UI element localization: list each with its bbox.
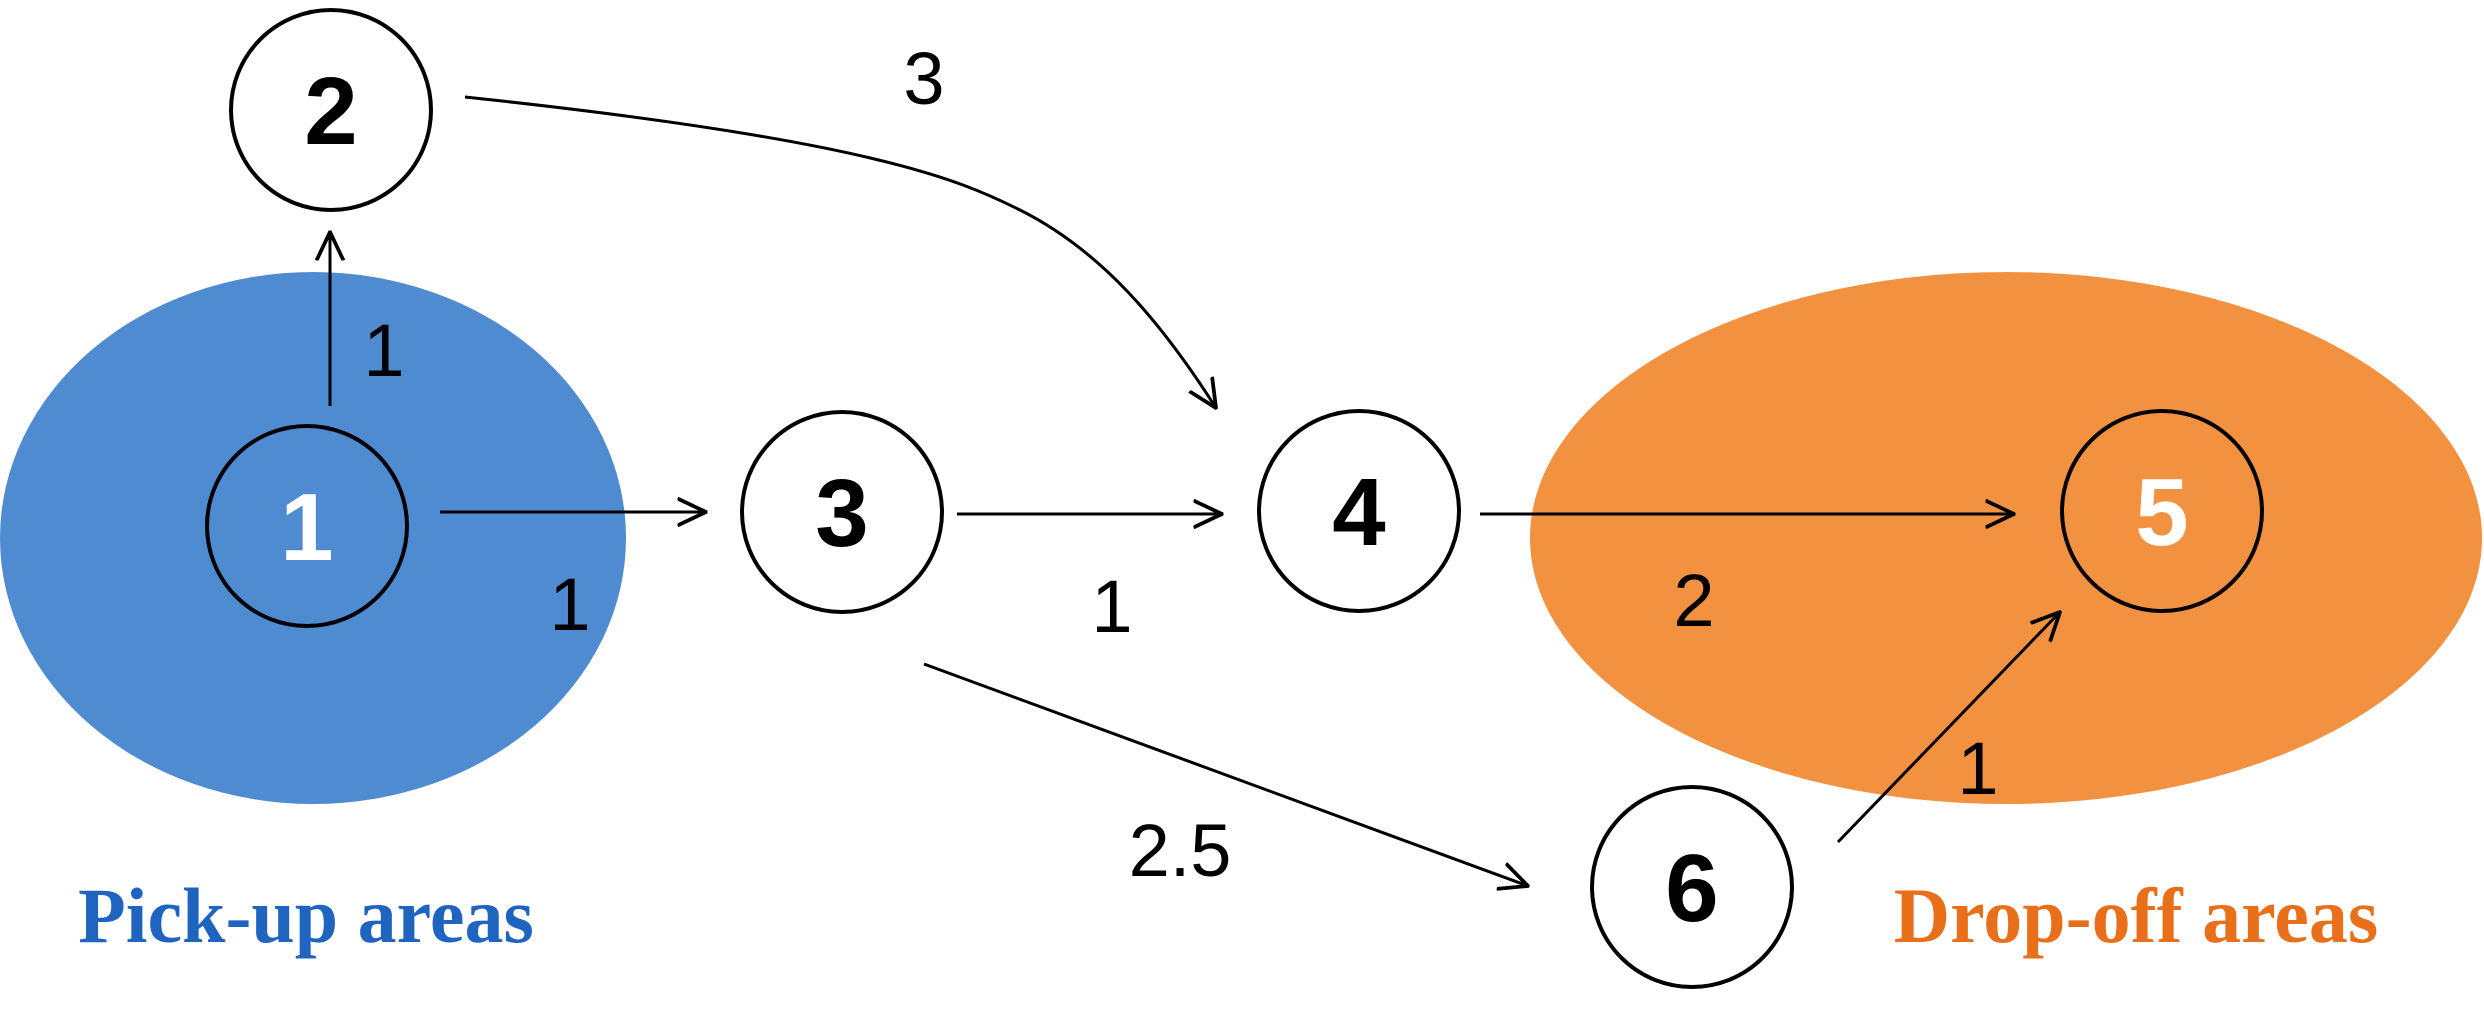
edge-label-2-to-4: 3 <box>903 37 944 120</box>
node-2-circle <box>229 8 433 212</box>
edge-label-3-to-4: 1 <box>1091 565 1132 648</box>
edge-labels: 1 1 3 1 2 2.5 1 <box>363 37 1998 892</box>
node-1-label: 1 <box>280 474 333 581</box>
node-6: 6 <box>1590 785 1794 989</box>
dropoff-area-label: Drop-off areas <box>1894 872 2379 959</box>
node-4-circle <box>1257 409 1461 613</box>
node-3-label: 3 <box>815 460 868 567</box>
dropoff-area-ellipse <box>1530 272 2482 804</box>
edge-3-to-6 <box>923 662 1528 886</box>
node-5-label: 5 <box>2135 459 2188 566</box>
node-6-circle <box>1590 785 1794 989</box>
node-4-label: 4 <box>1332 459 1385 566</box>
node-4: 4 <box>1257 409 1461 613</box>
edge-label-6-to-5: 1 <box>1957 727 1998 810</box>
edge-label-1-to-2: 1 <box>363 309 404 392</box>
edges <box>330 95 2060 886</box>
edge-6-to-5 <box>1836 612 2060 844</box>
node-5-circle <box>2060 409 2264 613</box>
node-2-label: 2 <box>304 58 357 165</box>
node-3-circle <box>740 410 944 614</box>
edge-2-to-4 <box>464 95 1216 408</box>
edge-label-4-to-5: 2 <box>1673 559 1714 642</box>
node-5: 5 <box>2060 409 2264 613</box>
edge-label-3-to-6: 2.5 <box>1129 809 1232 892</box>
pickup-area-label: Pick-up areas <box>78 872 534 959</box>
node-1: 1 <box>205 424 409 628</box>
node-2: 2 <box>229 8 433 212</box>
node-3: 3 <box>740 410 944 614</box>
node-1-circle <box>205 424 409 628</box>
node-6-label: 6 <box>1665 835 1718 942</box>
pickup-area-ellipse <box>0 272 626 804</box>
edge-label-1-to-3: 1 <box>549 563 590 646</box>
